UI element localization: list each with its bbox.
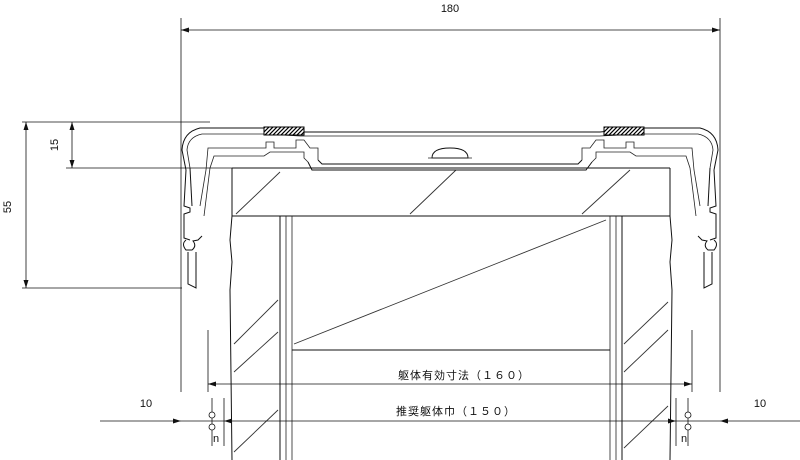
dimension-recommended: 推奨躯体巾（１５０） 10 10 n n <box>100 398 800 446</box>
left-offset-text: 10 <box>140 398 152 410</box>
dimension-55: 55 <box>2 121 210 289</box>
dimension-180-text: 180 <box>441 3 459 15</box>
coping-profile <box>181 126 719 289</box>
gasket-left <box>263 126 305 136</box>
structure-body <box>229 167 673 460</box>
right-offset-text: 10 <box>754 398 766 410</box>
effective-dimension-label: 躯体有効寸法（１６０） <box>398 368 530 382</box>
dimension-55-text: 55 <box>2 201 14 213</box>
n-left-text: n <box>213 433 219 445</box>
n-right-text: n <box>681 433 687 445</box>
recommended-width-label: 推奨躯体巾（１５０） <box>396 404 516 418</box>
dimension-effective: 躯体有効寸法（１６０） <box>207 330 693 392</box>
dimension-15-text: 15 <box>49 139 61 151</box>
dimension-180: 180 <box>180 3 721 392</box>
gasket-right <box>603 126 645 136</box>
